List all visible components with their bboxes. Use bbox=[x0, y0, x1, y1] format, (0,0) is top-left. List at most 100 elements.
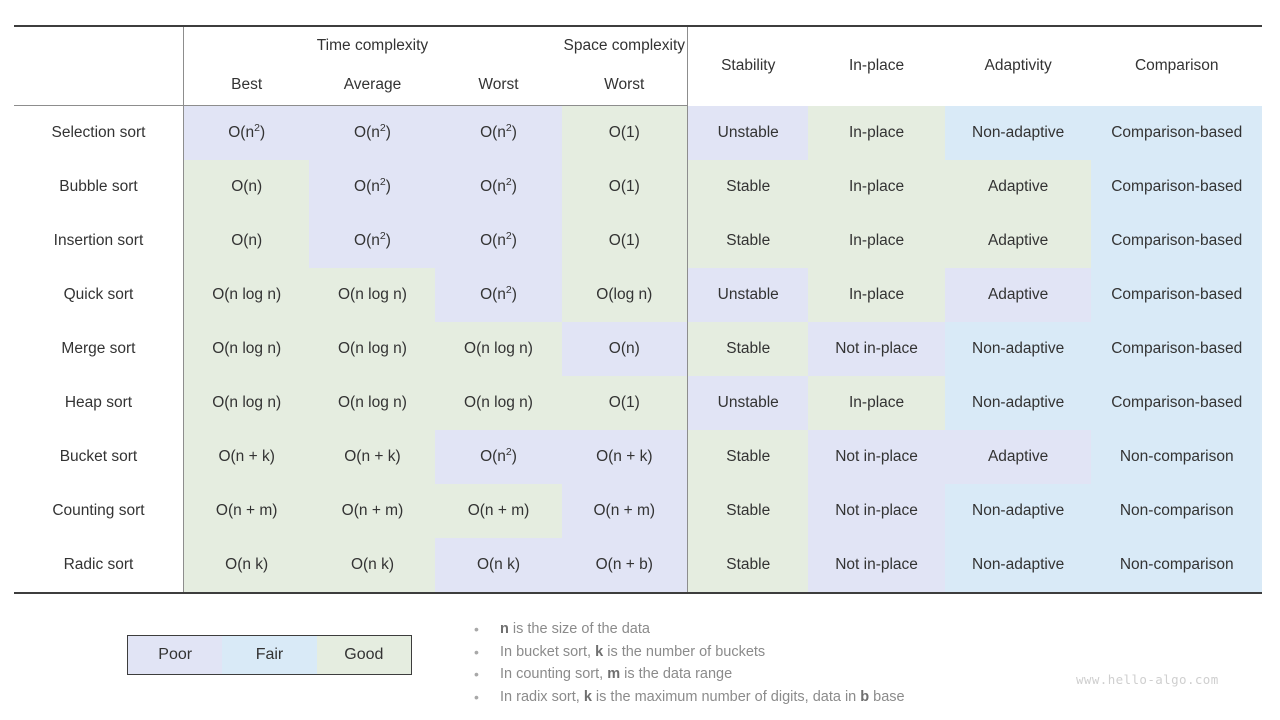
legend-item-good: Good bbox=[316, 636, 411, 674]
cell-worst: O(n + m) bbox=[435, 484, 562, 538]
footnote-text: In counting sort, m is the data range bbox=[500, 666, 733, 682]
row-label-selection-sort: Selection sort bbox=[14, 105, 184, 160]
cell-adaptivity: Non-adaptive bbox=[944, 322, 1092, 376]
cell-space-worst: O(n + k) bbox=[561, 430, 688, 484]
cell-average: O(n log n) bbox=[309, 322, 436, 376]
row-label-quick-sort: Quick sort bbox=[14, 268, 184, 322]
header-worst: Worst bbox=[435, 65, 562, 106]
header-comparison: Comparison bbox=[1091, 25, 1262, 106]
cell-comparison: Non-comparison bbox=[1091, 430, 1262, 484]
cell-in-place: Not in-place bbox=[808, 430, 945, 484]
cell-average: O(n2) bbox=[309, 214, 436, 268]
cell-worst: O(n log n) bbox=[435, 322, 562, 376]
cell-comparison: Comparison-based bbox=[1091, 322, 1262, 376]
cell-space-worst: O(1) bbox=[561, 214, 688, 268]
cell-in-place: Not in-place bbox=[808, 322, 945, 376]
cell-in-place: In-place bbox=[808, 376, 945, 430]
cell-best: O(n2) bbox=[182, 105, 310, 160]
cell-stability: Stable bbox=[687, 484, 809, 538]
cell-in-place: Not in-place bbox=[808, 538, 945, 594]
row-label-bubble-sort: Bubble sort bbox=[14, 160, 184, 214]
cell-comparison: Comparison-based bbox=[1091, 214, 1262, 268]
table-header: Time complexity Space complexity Stabili… bbox=[14, 25, 1262, 106]
cell-space-worst: O(log n) bbox=[561, 268, 688, 322]
watermark: www.hello-algo.com bbox=[1076, 672, 1219, 687]
bullet-icon: • bbox=[474, 666, 479, 682]
cell-best: O(n) bbox=[182, 214, 310, 268]
cell-average: O(n + k) bbox=[309, 430, 436, 484]
cell-best: O(n k) bbox=[182, 538, 310, 594]
header-time-complexity-spacer2 bbox=[435, 25, 562, 65]
sorting-algorithms-comparison-table: Time complexity Space complexity Stabili… bbox=[14, 25, 1262, 594]
cell-average: O(n + m) bbox=[309, 484, 436, 538]
cell-comparison: Non-comparison bbox=[1091, 484, 1262, 538]
cell-worst: O(n2) bbox=[435, 160, 562, 214]
cell-stability: Unstable bbox=[687, 105, 809, 160]
cell-space-worst: O(n + m) bbox=[561, 484, 688, 538]
footnotes: •n is the size of the data•In bucket sor… bbox=[470, 618, 1110, 708]
cell-adaptivity: Adaptive bbox=[944, 160, 1092, 214]
header-in-place: In-place bbox=[808, 25, 945, 106]
header-time-complexity: Time complexity bbox=[309, 25, 436, 65]
cell-in-place: In-place bbox=[808, 268, 945, 322]
cell-adaptivity: Non-adaptive bbox=[944, 376, 1092, 430]
cell-worst: O(n log n) bbox=[435, 376, 562, 430]
cell-in-place: In-place bbox=[808, 214, 945, 268]
cell-space-worst: O(n) bbox=[561, 322, 688, 376]
header-time-complexity-spacer bbox=[182, 25, 310, 65]
footnote-text: In bucket sort, k is the number of bucke… bbox=[500, 643, 766, 660]
cell-worst: O(n k) bbox=[435, 538, 562, 594]
cell-in-place: In-place bbox=[808, 105, 945, 160]
cell-stability: Stable bbox=[687, 160, 809, 214]
cell-space-worst: O(1) bbox=[561, 160, 688, 214]
footnote-text: In radix sort, k is the maximum number o… bbox=[500, 688, 905, 705]
cell-worst: O(n2) bbox=[435, 268, 562, 322]
cell-worst: O(n2) bbox=[435, 430, 562, 484]
row-label-merge-sort: Merge sort bbox=[14, 322, 184, 376]
comparison-table: Time complexity Space complexity Stabili… bbox=[14, 25, 1262, 594]
cell-adaptivity: Adaptive bbox=[944, 214, 1092, 268]
legend-item-fair: Fair bbox=[222, 636, 317, 674]
cell-average: O(n log n) bbox=[309, 376, 436, 430]
cell-best: O(n log n) bbox=[182, 322, 310, 376]
header-space-complexity: Space complexity bbox=[561, 25, 688, 65]
cell-stability: Stable bbox=[687, 538, 809, 594]
cell-in-place: In-place bbox=[808, 160, 945, 214]
cell-comparison: Comparison-based bbox=[1091, 105, 1262, 160]
cell-adaptivity: Non-adaptive bbox=[944, 105, 1092, 160]
cell-comparison: Comparison-based bbox=[1091, 268, 1262, 322]
bullet-icon: • bbox=[474, 621, 479, 637]
cell-stability: Stable bbox=[687, 214, 809, 268]
cell-worst: O(n2) bbox=[435, 105, 562, 160]
header-group-row: Time complexity Space complexity Stabili… bbox=[14, 25, 1262, 106]
footnote-item: • In counting sort, m is the data range bbox=[470, 663, 1110, 686]
cell-stability: Stable bbox=[687, 430, 809, 484]
bullet-icon: • bbox=[474, 688, 479, 705]
header-stability: Stability bbox=[687, 25, 809, 106]
footnote-item: • In radix sort, k is the maximum number … bbox=[470, 686, 1110, 709]
cell-average: O(n log n) bbox=[309, 268, 436, 322]
cell-worst: O(n2) bbox=[435, 214, 562, 268]
cell-stability: Unstable bbox=[687, 268, 809, 322]
cell-best: O(n log n) bbox=[182, 376, 310, 430]
row-label-heap-sort: Heap sort bbox=[14, 376, 184, 430]
header-average: Average bbox=[309, 65, 436, 106]
header-adaptivity: Adaptivity bbox=[944, 25, 1092, 106]
cell-average: O(n2) bbox=[309, 160, 436, 214]
footnote-list: •n is the size of the data•In bucket sor… bbox=[470, 618, 1110, 708]
cell-space-worst: O(1) bbox=[561, 376, 688, 430]
row-label-insertion-sort: Insertion sort bbox=[14, 214, 184, 268]
row-label-bucket-sort: Bucket sort bbox=[14, 430, 184, 484]
cell-best: O(n + m) bbox=[182, 484, 310, 538]
